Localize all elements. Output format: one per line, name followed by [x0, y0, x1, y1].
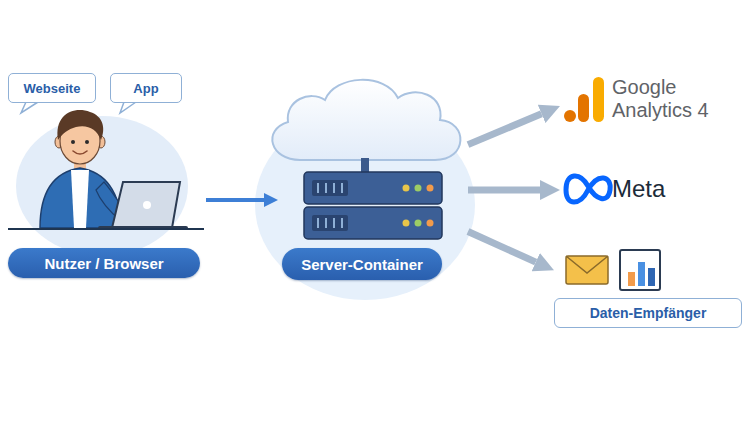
user-illustration [8, 110, 204, 256]
chart-bar [628, 272, 635, 286]
cloud-shape [272, 80, 460, 160]
logo-dot [564, 110, 576, 122]
server-slot [325, 218, 327, 228]
status-light [427, 220, 434, 227]
laptop-logo [143, 201, 151, 209]
brand-target: Google Analytics 4 [560, 72, 745, 127]
server-slot [325, 183, 327, 193]
envelope-flap [566, 256, 608, 273]
smile [73, 151, 87, 154]
flow-arrow [206, 198, 264, 202]
server-slot [341, 183, 343, 193]
box-label: Daten-Empfänger [554, 298, 742, 328]
flow-arrow [468, 114, 542, 145]
bubble-tail [120, 102, 136, 113]
status-light [415, 185, 422, 192]
desk-line [8, 228, 204, 230]
server-slot [341, 218, 343, 228]
server-panel [312, 215, 348, 231]
logo-bar [593, 77, 604, 122]
server-slot [333, 183, 335, 193]
status-light [427, 185, 434, 192]
server-unit [304, 172, 442, 204]
flow-arrow [468, 232, 536, 263]
status-light [403, 220, 410, 227]
flow-arrow [468, 187, 540, 194]
meta-logo [566, 176, 610, 202]
envelope-icon [566, 256, 608, 284]
pill-label: Nutzer / Browser [8, 248, 200, 278]
server-slot [317, 183, 319, 193]
shirt [71, 170, 89, 228]
server-slot [333, 218, 335, 228]
receiver-group: Daten-Empfänger [554, 246, 742, 330]
pill-label: Server-Container [282, 248, 442, 280]
bubble-label: App [133, 81, 158, 96]
user-group: Nutzer / Browser [6, 108, 206, 280]
laptop-lid [112, 182, 180, 228]
bubble-label: Webseite [24, 81, 81, 96]
eye [71, 140, 75, 144]
server-panel [312, 180, 348, 196]
eye [85, 140, 89, 144]
server-illustration [255, 80, 475, 300]
server-group: Server-Container [278, 80, 468, 282]
brand-target: Meta [560, 168, 690, 212]
logo-bar [578, 94, 589, 122]
server-unit [304, 207, 442, 239]
brand-name: Meta [612, 174, 665, 204]
speech-bubble: Webseite [8, 73, 96, 103]
chart-icon [620, 250, 660, 290]
chart-bar [648, 268, 655, 286]
ga4-logo [564, 77, 604, 122]
status-light [415, 220, 422, 227]
hair [57, 110, 103, 140]
status-light [403, 185, 410, 192]
speech-bubble: App [110, 73, 182, 103]
server-stem [361, 158, 369, 173]
bubble-tail [21, 102, 38, 113]
receiver-icons [566, 250, 660, 290]
brand-name: Google Analytics 4 [612, 76, 742, 122]
chart-bar [638, 262, 645, 286]
server-slot [317, 218, 319, 228]
